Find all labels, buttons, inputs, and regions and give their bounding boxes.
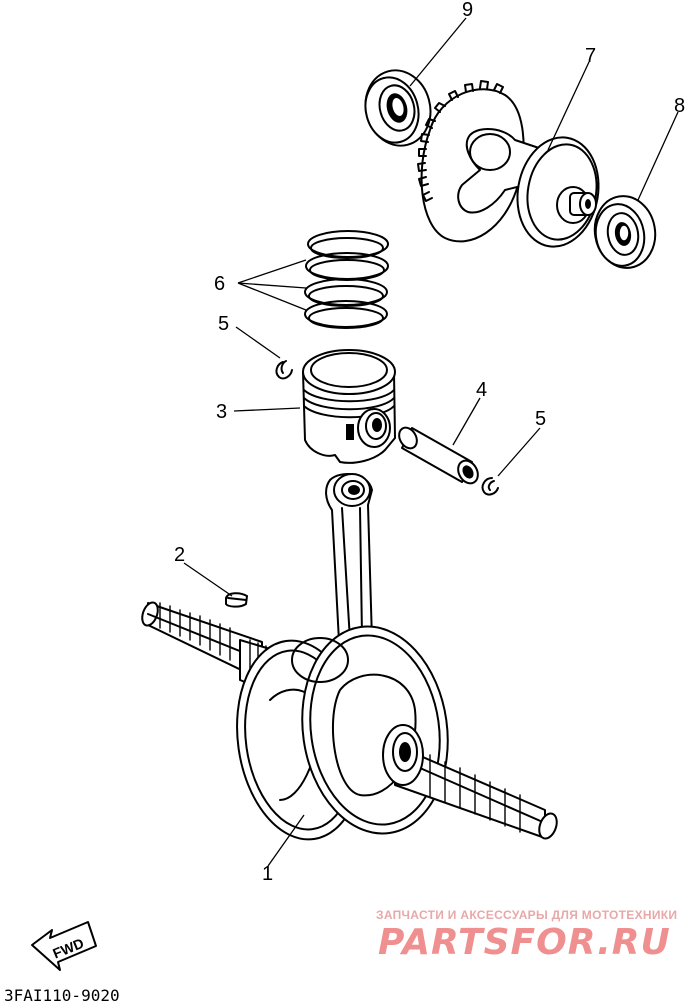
- callout-9: 9: [462, 0, 473, 21]
- piston-rings-part-6: [304, 230, 389, 329]
- piston-pin-part-4: [398, 426, 479, 485]
- callout-leaders: [183, 17, 679, 867]
- callout-3: 3: [216, 401, 227, 423]
- bearing-part-9: [364, 69, 432, 147]
- callout-6: 6: [214, 273, 225, 295]
- diagram-part-code: 3FAI110-9020: [4, 986, 120, 1005]
- callout-5a: 5: [218, 313, 229, 335]
- circlip-part-5-right: [481, 477, 499, 496]
- bearing-part-8: [593, 195, 657, 269]
- fwd-arrow-icon: FWD: [31, 921, 97, 971]
- callout-numbers: 9 7 8 6 5 3 4 5 2 1: [174, 0, 685, 885]
- callout-8: 8: [674, 95, 685, 117]
- crankshaft-part-1: [141, 473, 558, 841]
- callout-1: 1: [262, 863, 273, 885]
- balancer-shaft-part-7: [417, 80, 600, 248]
- callout-2: 2: [174, 544, 185, 566]
- watermark-tagline: ЗАПЧАСТИ И АКСЕССУАРЫ ДЛЯ МОТОТЕХНИКИ: [376, 908, 678, 922]
- woodruff-key-part-2: [225, 592, 248, 608]
- callout-7: 7: [585, 45, 596, 67]
- callout-5b: 5: [535, 408, 546, 430]
- callout-4: 4: [476, 379, 487, 401]
- piston-part-3: [302, 349, 396, 464]
- watermark-brand: PARTSFOR.RU: [378, 922, 671, 963]
- circlip-part-5-left: [275, 360, 293, 380]
